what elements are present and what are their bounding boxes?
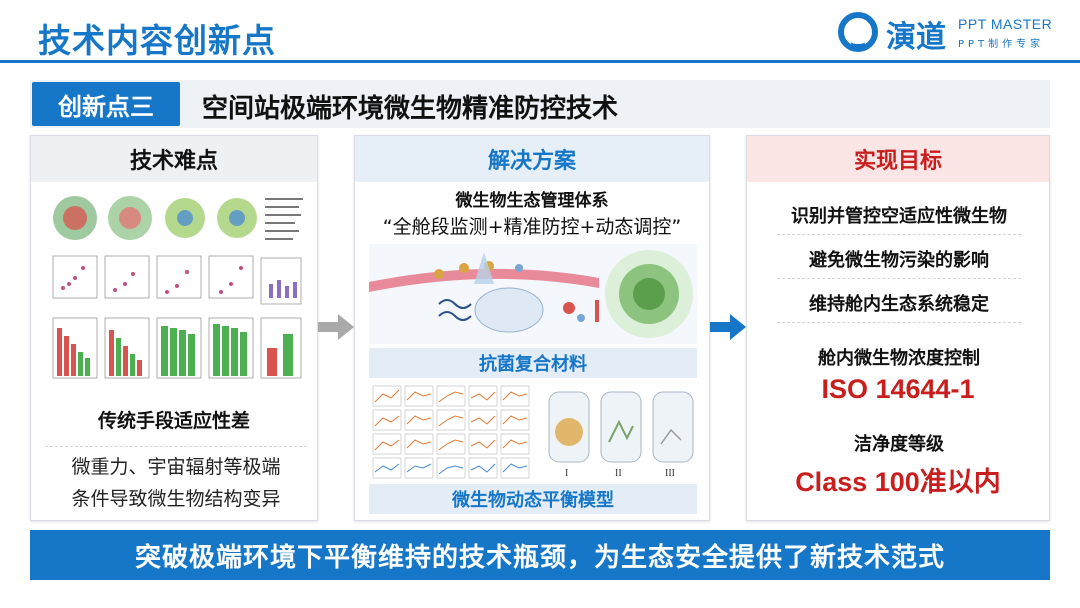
solution-card-title: 解决方案 [355,136,709,182]
legend-block [265,198,303,240]
svg-text:II: II [615,468,622,479]
innovation-badge: 创新点三 [32,82,180,126]
solution-card: 解决方案 微生物生态管理体系 “全舱段监测+精准防控+动态调控” 抗菌复合材料 [354,135,710,521]
section-heading: 空间站极端环境微生物精准防控技术 [202,94,619,124]
section-banner [30,80,1050,128]
svg-text:III: III [665,468,675,479]
solution-quote: “全舱段监测+精准防控+动态调控” [382,216,682,238]
goal-item-1: 识别并管控空适应性微生物 [791,206,1007,227]
antimicrobial-material-label: 抗菌复合材料 [369,348,697,378]
arrow-right-icon [318,314,354,340]
goal-card: 实现目标 识别并管控空适应性微生物 避免微生物污染的影响 维持舱内生态系统稳定 … [746,135,1050,521]
goal-item-5: 洁净度等级 [854,434,944,455]
difficulty-description: 微重力、宇宙辐射等极端 条件导致微生物结构变异 [45,446,307,515]
svg-text:I: I [565,468,568,479]
goal-item-2: 避免微生物污染的影响 [809,250,989,271]
arrow-right-icon [710,314,746,340]
logo-en-text: PPT MASTER [958,16,1053,32]
culture-flasks [548,391,694,463]
difficulty-line-1: 微重力、宇宙辐射等极端 [71,456,281,478]
bar-panels [52,317,302,379]
goal-item-4: 舱内微生物浓度控制 [818,348,980,369]
difficulty-card: 技术难点 [30,135,318,521]
header-divider [0,60,1080,63]
difficulty-line-2: 条件导致微生物结构变异 [71,488,281,510]
brand-logo: 演道 PPT MASTER PPT制作专家 [838,12,1056,58]
logo-cn-text: 演道 [886,20,946,55]
goal-divider [777,234,1021,235]
goal-divider [777,278,1021,279]
goal-item-3: 维持舱内生态系统稳定 [809,294,989,315]
goal-card-title: 实现目标 [747,136,1049,182]
page-title: 技术内容创新点 [38,21,276,60]
mechanism-diagram [369,244,697,344]
scatter-panels [52,255,302,305]
difficulty-card-title: 技术难点 [31,136,317,182]
cleanliness-class: Class 100准以内 [795,467,1001,497]
solution-system-name: 微生物生态管理体系 [455,191,609,211]
network-panels [53,196,257,240]
goal-divider [777,322,1021,323]
difficulty-subtitle: 传统手段适应性差 [97,410,250,432]
network-analysis-figure [45,188,307,400]
conclusion-bar: 突破极端环境下平衡维持的技术瓶颈，为生态安全提供了新技术范式 [30,530,1050,580]
logo-sub-text: PPT制作专家 [958,39,1045,50]
iso-standard: ISO 14644-1 [821,374,975,404]
logo-mark-icon [838,12,878,52]
balance-model-label: 微生物动态平衡模型 [369,484,697,514]
